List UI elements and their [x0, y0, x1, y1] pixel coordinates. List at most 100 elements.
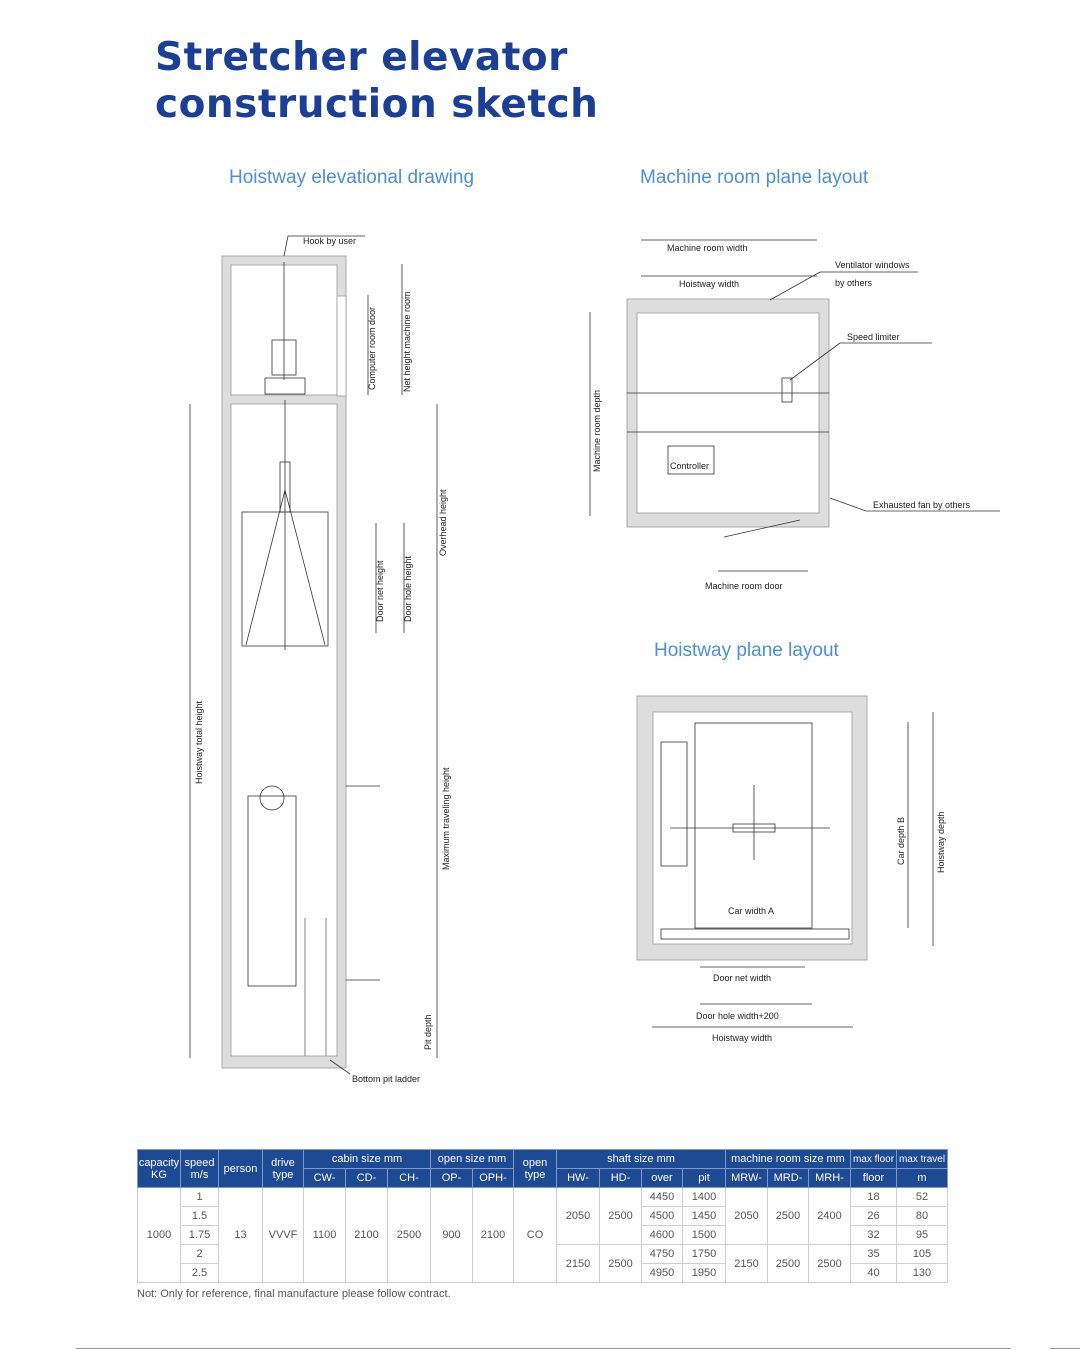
label-mr-width: Machine room width — [667, 243, 748, 253]
cell: 2500 — [767, 1187, 809, 1245]
cell: 32 — [850, 1225, 897, 1245]
th-floor: floor — [850, 1168, 897, 1188]
th-max-travel: max travel — [896, 1149, 948, 1169]
cell: 1750 — [682, 1244, 726, 1264]
hoistway-plane-drawing — [636, 695, 934, 1028]
label-vent-2: by others — [835, 278, 873, 288]
cell: 2500 — [599, 1244, 642, 1283]
cell: CO — [513, 1187, 557, 1283]
label-hw-depth: Hoistway depth — [936, 811, 946, 873]
cell: 2150 — [725, 1244, 768, 1283]
th-mrd: MRD- — [767, 1168, 809, 1188]
heading-hoistway-elevation: Hoistway elevational drawing — [229, 167, 475, 188]
label-computer-door: Computer room door — [367, 307, 377, 390]
cell: 80 — [896, 1206, 948, 1226]
label-hook: Hook by user — [303, 236, 356, 246]
cell: 105 — [896, 1244, 948, 1264]
cell: 2150 — [556, 1244, 600, 1283]
cell: 2500 — [599, 1187, 642, 1245]
label-fan: Exhausted fan by others — [873, 500, 971, 510]
cell: 2.5 — [180, 1263, 219, 1283]
label-hp-hw-width: Hoistway width — [712, 1033, 772, 1043]
cell: 4450 — [641, 1187, 683, 1207]
cell: 1 — [180, 1187, 219, 1207]
heading-machine-room: Machine room plane layout — [640, 167, 869, 188]
hoistway-elevation-drawing — [189, 235, 438, 1075]
cell: 40 — [850, 1263, 897, 1283]
label-controller: Controller — [670, 461, 709, 471]
label-net-height: Net height machine room — [402, 291, 412, 392]
cell: 4600 — [641, 1225, 683, 1245]
cell: 2050 — [725, 1187, 768, 1245]
cell: 900 — [430, 1187, 473, 1283]
th-op: OP- — [430, 1168, 473, 1188]
th-m: m — [896, 1168, 948, 1188]
cell: VVVF — [262, 1187, 304, 1283]
label-mr-depth: Machine room depth — [592, 390, 602, 472]
label-door-net: Door net height — [375, 560, 385, 622]
label-speed-limiter: Speed limiter — [847, 332, 900, 342]
th-shaft: shaft size mm — [556, 1149, 726, 1169]
cell: 1.75 — [180, 1225, 219, 1245]
th-cw: CW- — [303, 1168, 346, 1188]
th-machine-room: machine room size mm — [725, 1149, 851, 1169]
label-max-travel: Maximum traveling height — [441, 767, 451, 870]
th-hw: HW- — [556, 1168, 600, 1188]
cell: 2500 — [767, 1244, 809, 1283]
cell: 26 — [850, 1206, 897, 1226]
label-mr-hw-width: Hoistway width — [679, 279, 739, 289]
cell: 2500 — [808, 1244, 851, 1283]
cell: 1950 — [682, 1263, 726, 1283]
cell: 2 — [180, 1244, 219, 1264]
cell: 2100 — [345, 1187, 388, 1283]
cell: 2100 — [472, 1187, 514, 1283]
th-max-floor: max floor — [850, 1149, 897, 1169]
cell: 1400 — [682, 1187, 726, 1207]
th-cd: CD- — [345, 1168, 388, 1188]
cell: 52 — [896, 1187, 948, 1207]
label-door-hole-width: Door hole width+200 — [696, 1011, 779, 1021]
label-total: Hoistway total height — [194, 700, 204, 784]
cell: 1000 — [137, 1187, 181, 1283]
title-line-1: Stretcher elevator — [155, 35, 568, 80]
label-door-hole: Door hole height — [403, 555, 413, 622]
machine-room-drawing — [589, 239, 1000, 572]
cell: 4500 — [641, 1206, 683, 1226]
cell: 4950 — [641, 1263, 683, 1283]
cell: 13 — [218, 1187, 263, 1283]
cell: 4750 — [641, 1244, 683, 1264]
title-line-2: construction sketch — [155, 82, 599, 127]
heading-hoistway-plane: Hoistway plane layout — [654, 640, 839, 661]
th-pit: pit — [682, 1168, 726, 1188]
cell: 35 — [850, 1244, 897, 1264]
cell: 95 — [896, 1225, 948, 1245]
cell: 2500 — [387, 1187, 431, 1283]
divider — [1050, 1348, 1080, 1349]
label-mr-door: Machine room door — [705, 581, 783, 591]
label-car-depth: Car depth B — [896, 817, 906, 865]
th-oph: OPH- — [472, 1168, 514, 1188]
label-car-width: Car width A — [728, 906, 774, 916]
th-hd: HD- — [599, 1168, 642, 1188]
cell: 18 — [850, 1187, 897, 1207]
cell: 2050 — [556, 1187, 600, 1245]
cell: 1500 — [682, 1225, 726, 1245]
th-over: over — [641, 1168, 683, 1188]
label-pit: Pit depth — [423, 1014, 433, 1050]
footnote: Not: Only for reference, final manufactu… — [137, 1288, 451, 1300]
label-overhead: Overhead height — [438, 489, 448, 556]
label-ladder: Bottom pit ladder — [352, 1074, 420, 1084]
divider — [76, 1348, 1011, 1349]
label-vent-1: Ventilator windows — [835, 260, 910, 270]
